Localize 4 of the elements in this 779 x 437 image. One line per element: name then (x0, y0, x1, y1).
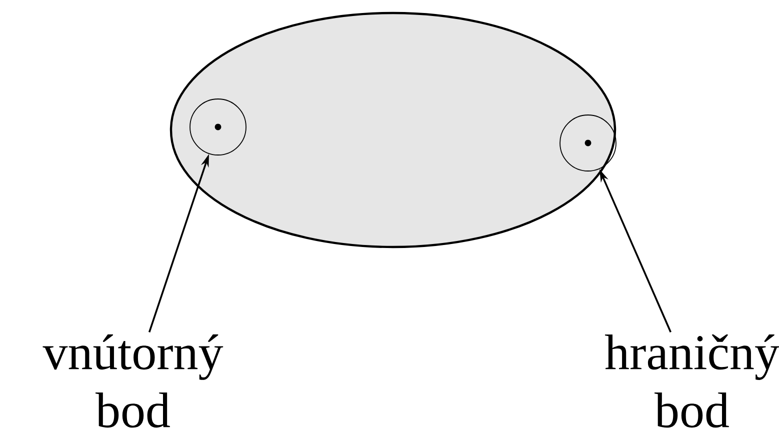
point-circle (190, 98, 246, 156)
text-label: vnútorný bod (42, 334, 224, 428)
point-circle (560, 114, 616, 172)
text-label: hraničný bod (605, 334, 779, 428)
